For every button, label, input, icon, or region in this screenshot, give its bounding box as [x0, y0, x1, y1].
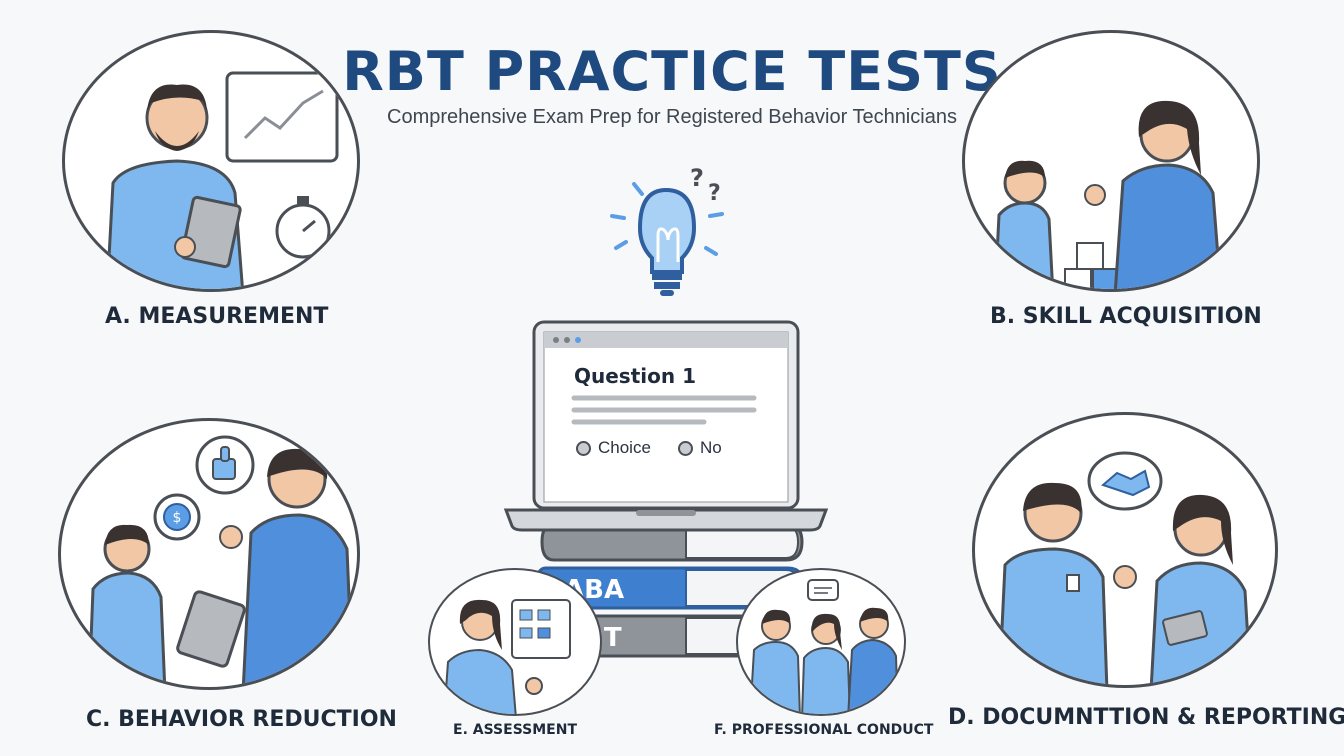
behavior-reduction-illustration: $	[58, 418, 360, 690]
section-label-assessment: E. ASSESSMENT	[453, 722, 577, 738]
section-label-behavior-reduction: C. BEHAVIOR REDUCTION	[86, 707, 397, 732]
block-icon	[1064, 268, 1092, 289]
question-mark-icon: ?	[708, 181, 721, 206]
dollar-coin-icon: $	[153, 493, 201, 541]
lightbulb-icon: ? ?	[598, 162, 738, 300]
stopwatch-icon	[275, 196, 331, 259]
radio-button[interactable]	[678, 440, 693, 456]
section-label-skill-acquisition: B. SKILL ACQUISITION	[990, 304, 1262, 329]
professional-conduct-illustration	[736, 568, 906, 716]
quiz-choice-2[interactable]: No	[678, 438, 722, 458]
speech-bubble-icon	[807, 579, 839, 601]
section-label-measurement: A. MEASUREMENT	[105, 304, 329, 329]
tablet-icon	[180, 195, 242, 269]
thumbs-up-icon	[195, 435, 255, 495]
quiz-choice-label: No	[700, 438, 722, 457]
tablet-icon	[176, 590, 246, 668]
section-label-documentation-reporting: D. DOCUMNTTION & REPORTING	[948, 705, 1344, 730]
page-title: RBT PRACTICE TESTS	[342, 40, 1002, 103]
block-icon	[1076, 242, 1104, 270]
quiz-choice-label: Choice	[598, 438, 651, 457]
quiz-choice-1[interactable]: Choice	[576, 438, 651, 458]
radio-button[interactable]	[576, 440, 591, 456]
quiz-question: Question 1	[574, 364, 696, 388]
documentation-reporting-illustration	[972, 412, 1278, 688]
tablet-icon	[1162, 610, 1208, 646]
svg-text:$: $	[173, 510, 182, 526]
question-mark-icon: ?	[690, 164, 704, 192]
skill-acquisition-illustration	[962, 30, 1260, 292]
page-subtitle: Comprehensive Exam Prep for Registered B…	[387, 106, 957, 128]
chart-line-icon	[243, 89, 324, 140]
measurement-illustration	[62, 30, 360, 292]
laptop-icon	[504, 318, 828, 532]
handshake-icon	[1087, 451, 1163, 511]
assessment-illustration	[428, 568, 602, 716]
section-label-professional-conduct: F. PROFESSIONAL CONDUCT	[714, 722, 934, 738]
